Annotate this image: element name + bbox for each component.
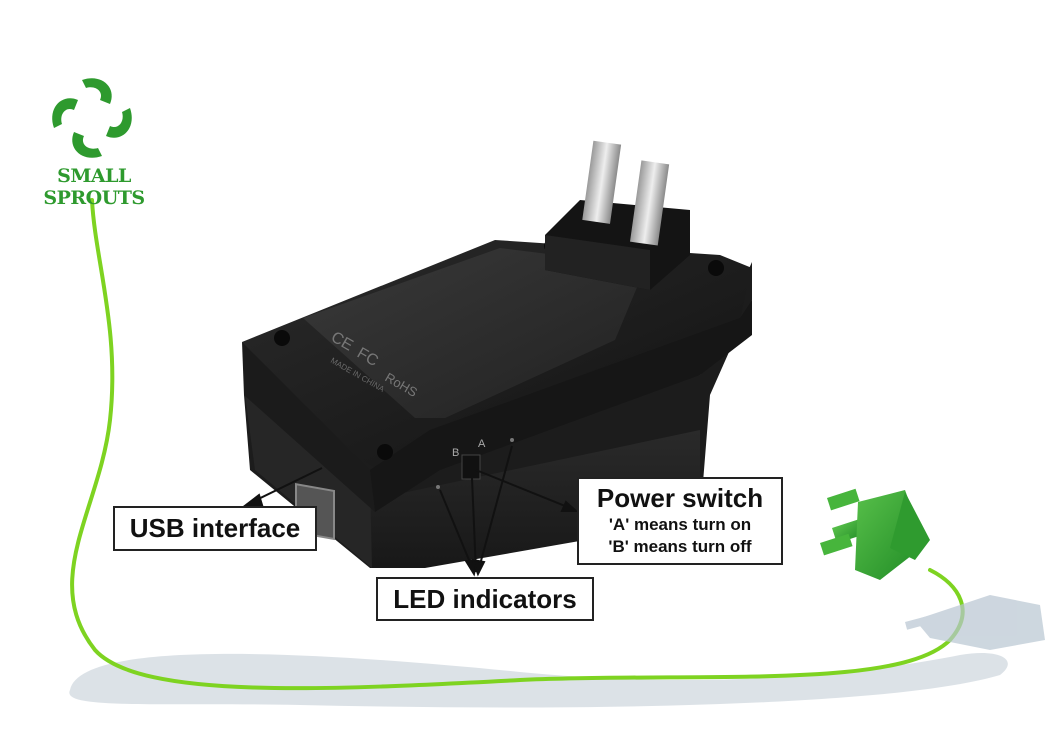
- led-dot-left: [436, 485, 440, 489]
- switch-b-note: 'B' means turn off: [608, 537, 752, 556]
- power-switch-icon: [461, 454, 481, 480]
- brand-name: SMALL SPROUTS: [43, 165, 145, 209]
- green-plug-icon: [820, 488, 930, 580]
- prong-left: [582, 140, 622, 224]
- svg-text:B: B: [452, 447, 459, 459]
- prong-right: [630, 160, 670, 246]
- callout-arrows: [243, 445, 579, 577]
- power-switch-callout: Power switch 'A' means turn on 'B' means…: [577, 477, 783, 565]
- power-switch-title: Power switch: [596, 483, 764, 513]
- switch-a-note: 'A' means turn on: [608, 515, 752, 534]
- usb-interface-label: USB interface: [113, 506, 317, 551]
- led-indicators-label: LED indicators: [376, 577, 594, 621]
- led-dot-right: [510, 438, 514, 442]
- sprout-swirl-logo: [52, 78, 132, 158]
- svg-text:A: A: [478, 438, 486, 450]
- green-cable: [70, 198, 965, 691]
- plug-shadow-icon: [905, 595, 1045, 650]
